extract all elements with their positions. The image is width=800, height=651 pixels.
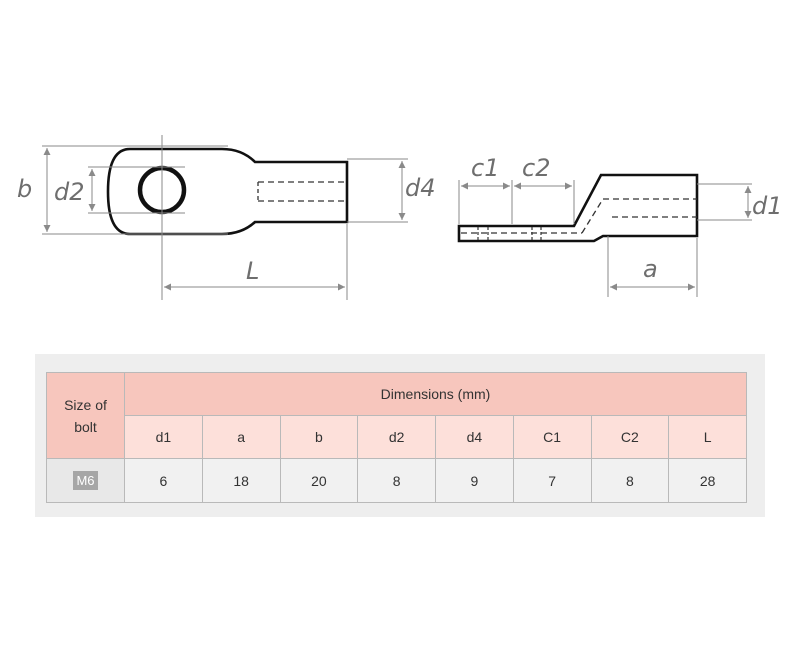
label-c1: c1 — [471, 154, 499, 182]
column-header: L — [668, 415, 747, 459]
value-cell: 6 — [124, 458, 203, 503]
label-d1: d1 — [752, 192, 783, 220]
label-a: a — [643, 255, 658, 283]
value-cell: 7 — [512, 458, 592, 503]
size-header-line: Size of — [64, 396, 107, 413]
size-header-line: bolt — [74, 418, 97, 435]
value-cell: 8 — [357, 458, 436, 503]
dimensions-table: Size of bolt Dimensions (mm) d1 a b d2 d… — [46, 372, 747, 503]
lug-dimension-drawing: b d2 d4 L c1 c2 d1 a — [17, 135, 783, 300]
column-header: b — [279, 415, 359, 459]
top-view-dimensions — [42, 135, 408, 300]
size-of-bolt-header: Size of bolt — [46, 372, 125, 459]
bolt-size-cell: M6 — [46, 458, 125, 503]
label-b: b — [17, 175, 32, 203]
side-hidden-line — [581, 198, 604, 234]
value-cell: 8 — [590, 458, 670, 503]
value-cell: 28 — [668, 458, 747, 503]
column-header: a — [201, 415, 281, 459]
lug-top-view — [106, 147, 349, 236]
value-cell: 9 — [435, 458, 514, 503]
column-header: C1 — [512, 415, 592, 459]
column-header: d1 — [124, 415, 203, 459]
label-d4: d4 — [405, 174, 436, 202]
label-d2: d2 — [54, 178, 85, 206]
table-row: M6 6 18 20 8 9 7 8 28 — [46, 458, 747, 503]
column-header: d2 — [357, 415, 436, 459]
label-L: L — [246, 257, 259, 285]
column-header: C2 — [590, 415, 670, 459]
label-c2: c2 — [522, 154, 550, 182]
value-cell: 18 — [201, 458, 281, 503]
lug-top-outline — [106, 147, 349, 236]
side-view-dimensions — [458, 180, 752, 297]
column-header: d4 — [435, 415, 514, 459]
bolt-size-badge: M6 — [73, 471, 98, 490]
value-cell: 20 — [279, 458, 359, 503]
table-header-row: Size of bolt Dimensions (mm) — [46, 372, 747, 459]
lug-side-outline — [457, 173, 699, 243]
dimensions-header: Dimensions (mm) — [124, 372, 747, 416]
lug-side-view — [457, 173, 699, 243]
column-header-row: d1 a b d2 d4 C1 C2 L — [47, 415, 747, 459]
